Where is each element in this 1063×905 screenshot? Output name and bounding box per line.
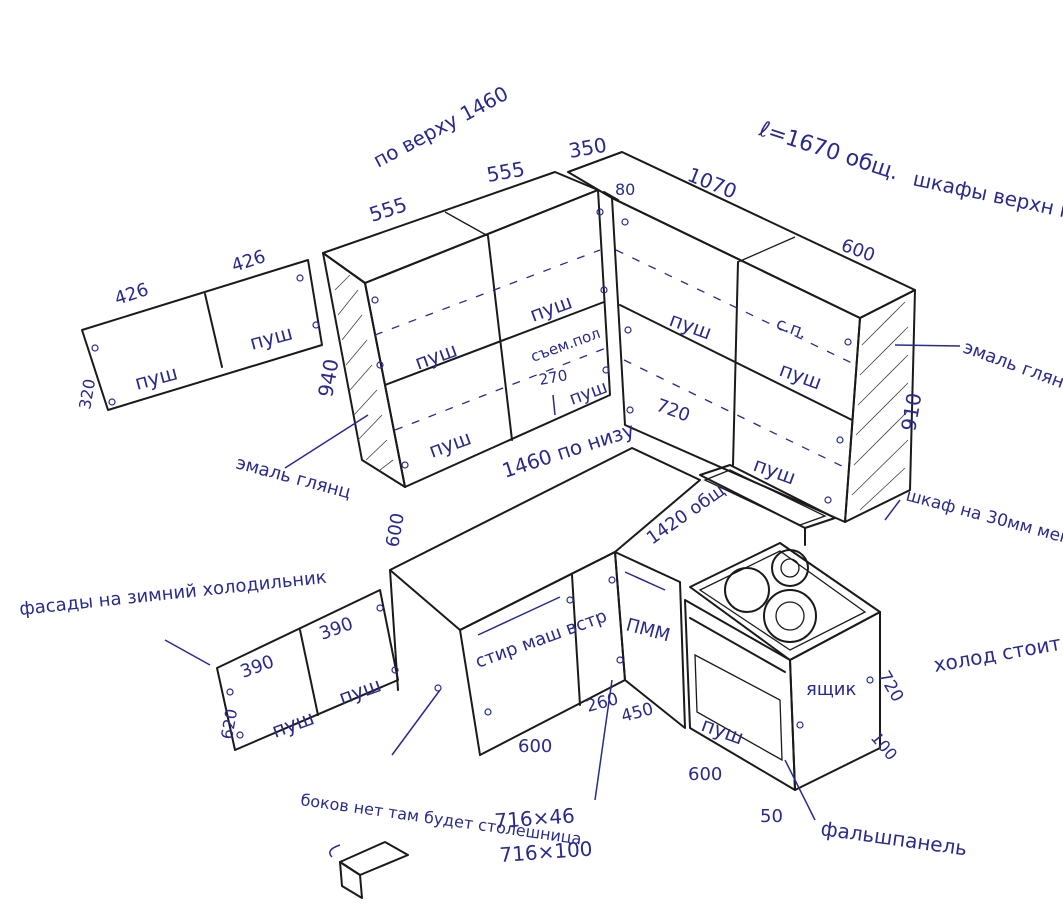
label-enamel-left: эмаль глянц (234, 453, 354, 504)
note-top-width: по верху 1460 (369, 81, 512, 172)
label-removable-short: с.п. (773, 314, 809, 343)
dim-720-mid: 720 (653, 395, 692, 426)
dim-50: 50 (760, 806, 783, 827)
dim-940: 940 (313, 357, 343, 399)
dim-1420: 1420 общ (643, 480, 729, 549)
label-false-panel: фальшпанель (819, 816, 968, 860)
dim-600-base1: 600 (518, 736, 552, 757)
label-push-upper-1: пуш (412, 337, 461, 374)
dim-270: 270 (538, 366, 569, 389)
label-enamel-right: эмаль глян. (960, 337, 1063, 395)
countertop-piece-sketch (329, 841, 409, 899)
label-push-upper-6: пуш (776, 357, 825, 394)
freezer-fronts-panel (216, 589, 399, 751)
dim-450: 450 (619, 699, 656, 727)
base-cabinets (459, 551, 686, 756)
side-hatching-left (334, 274, 394, 471)
dim-260: 260 (584, 689, 621, 717)
dim-600-top: 600 (838, 235, 877, 266)
note-overall-length: ℓ=1670 общ. (755, 117, 902, 186)
label-fridge-facades: фасады на зимний холодильник (18, 567, 327, 620)
dim-80: 80 (615, 180, 635, 199)
label-push-upper-3: пуш (426, 425, 475, 462)
mounting-holes (91, 208, 874, 739)
label-push-stove: пуш (698, 712, 747, 749)
dim-1460-bottom: 1460 по низу (499, 417, 637, 482)
upper-right-cabinet (567, 151, 916, 546)
upper-left-cabinet (322, 171, 611, 488)
dim-910: 910 (896, 391, 926, 433)
label-push-freezer-1: пуш (269, 705, 318, 742)
dim-720-right: 720 (874, 668, 908, 706)
label-removable-shelf: съем.пол (528, 324, 603, 366)
dim-320: 320 (75, 377, 99, 410)
label-push-upper-5: пуш (666, 307, 715, 344)
label-drawer: ящик (806, 679, 856, 700)
label-dishwasher: ПММ (624, 615, 673, 647)
label-cabinet-30mm: шкаф на 30мм меньше по высоте (904, 486, 1063, 584)
wall-fronts-panel (81, 259, 323, 411)
leader-lines (164, 344, 961, 821)
dim-600-side: 600 (382, 511, 409, 548)
dim-555-left: 555 (366, 192, 410, 227)
label-fridge-standing: холод стоит. (932, 630, 1063, 677)
note-cabinets-ceiling: шкафы верхн под потолок. (911, 166, 1063, 249)
dim-1070: 1070 (684, 162, 740, 203)
dim-600-base2: 600 (688, 764, 722, 785)
dim-426-b: 426 (229, 246, 268, 277)
label-washer: стир маш встр (473, 606, 610, 673)
dim-555-right: 555 (485, 157, 527, 187)
label-push-wall-2: пуш (247, 320, 295, 354)
dim-426-a: 426 (112, 279, 151, 310)
stove (684, 542, 881, 791)
side-hatching-right (851, 301, 909, 511)
dim-100: 100 (867, 728, 901, 764)
label-push-freezer-2: пуш (336, 672, 385, 709)
dim-716x46: 716×46 (494, 803, 576, 833)
